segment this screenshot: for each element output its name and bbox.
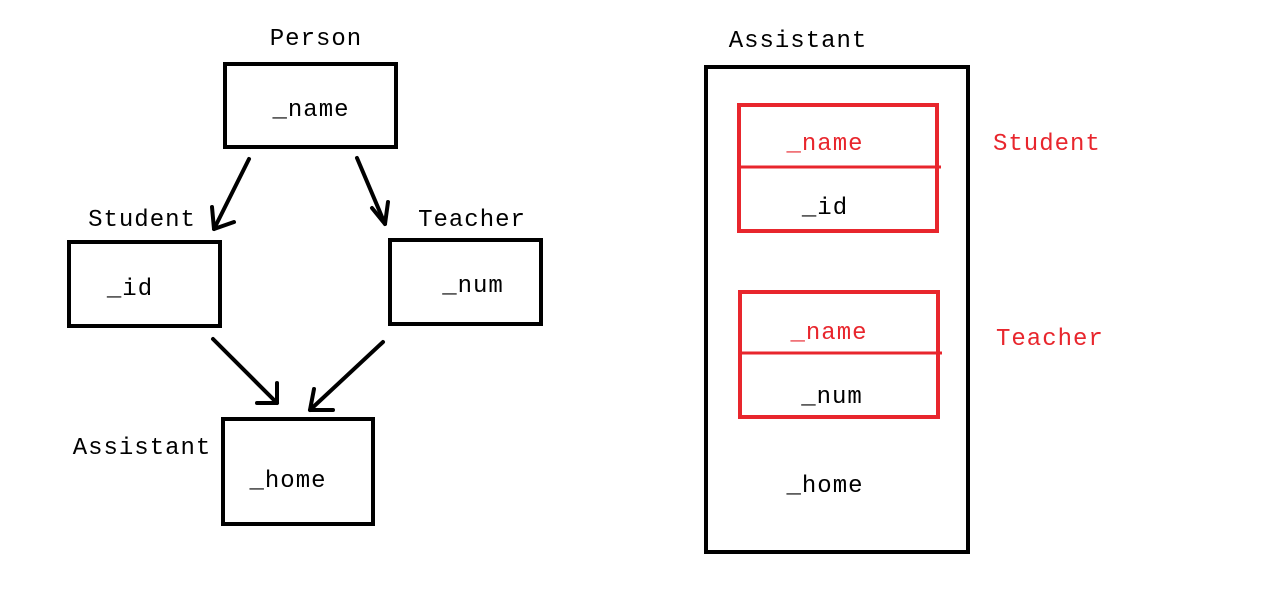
class-hierarchy: Person _name Student _id Teacher _num As… [67, 26, 543, 526]
teacher-subobject: _name _num [738, 290, 942, 419]
assistant-field: _home [248, 468, 326, 495]
arrow-person-to-student [210, 157, 251, 231]
person-title: Person [270, 26, 362, 53]
teacher-box [388, 238, 543, 326]
student-field: _id [106, 276, 153, 303]
student-box [67, 240, 222, 328]
student-inherited-field: _name [785, 131, 863, 158]
assistant-box [221, 417, 375, 526]
student-part-label: Student [993, 131, 1101, 158]
arrow-person-to-teacher [355, 156, 390, 226]
person-box [223, 62, 398, 149]
arrow-teacher-to-assistant [308, 340, 385, 412]
teacher-inherited-field: _name [789, 320, 867, 347]
teacher-title: Teacher [418, 207, 526, 234]
teacher-field: _num [441, 273, 504, 300]
student-own-field: _id [801, 195, 848, 222]
person-field: _name [271, 97, 349, 124]
assistant-object-box [704, 65, 970, 554]
student-title: Student [88, 207, 196, 234]
teacher-part-label: Teacher [996, 326, 1104, 353]
teacher-own-field: _num [800, 384, 863, 411]
assistant-own-field: _home [785, 473, 863, 500]
arrow-student-to-assistant [211, 337, 279, 405]
assistant-title: Assistant [73, 435, 212, 462]
object-layout: Assistant _name _id Student _name _num T… [704, 28, 1104, 554]
student-subobject: _name _id [737, 103, 941, 233]
layout-title: Assistant [729, 28, 868, 55]
